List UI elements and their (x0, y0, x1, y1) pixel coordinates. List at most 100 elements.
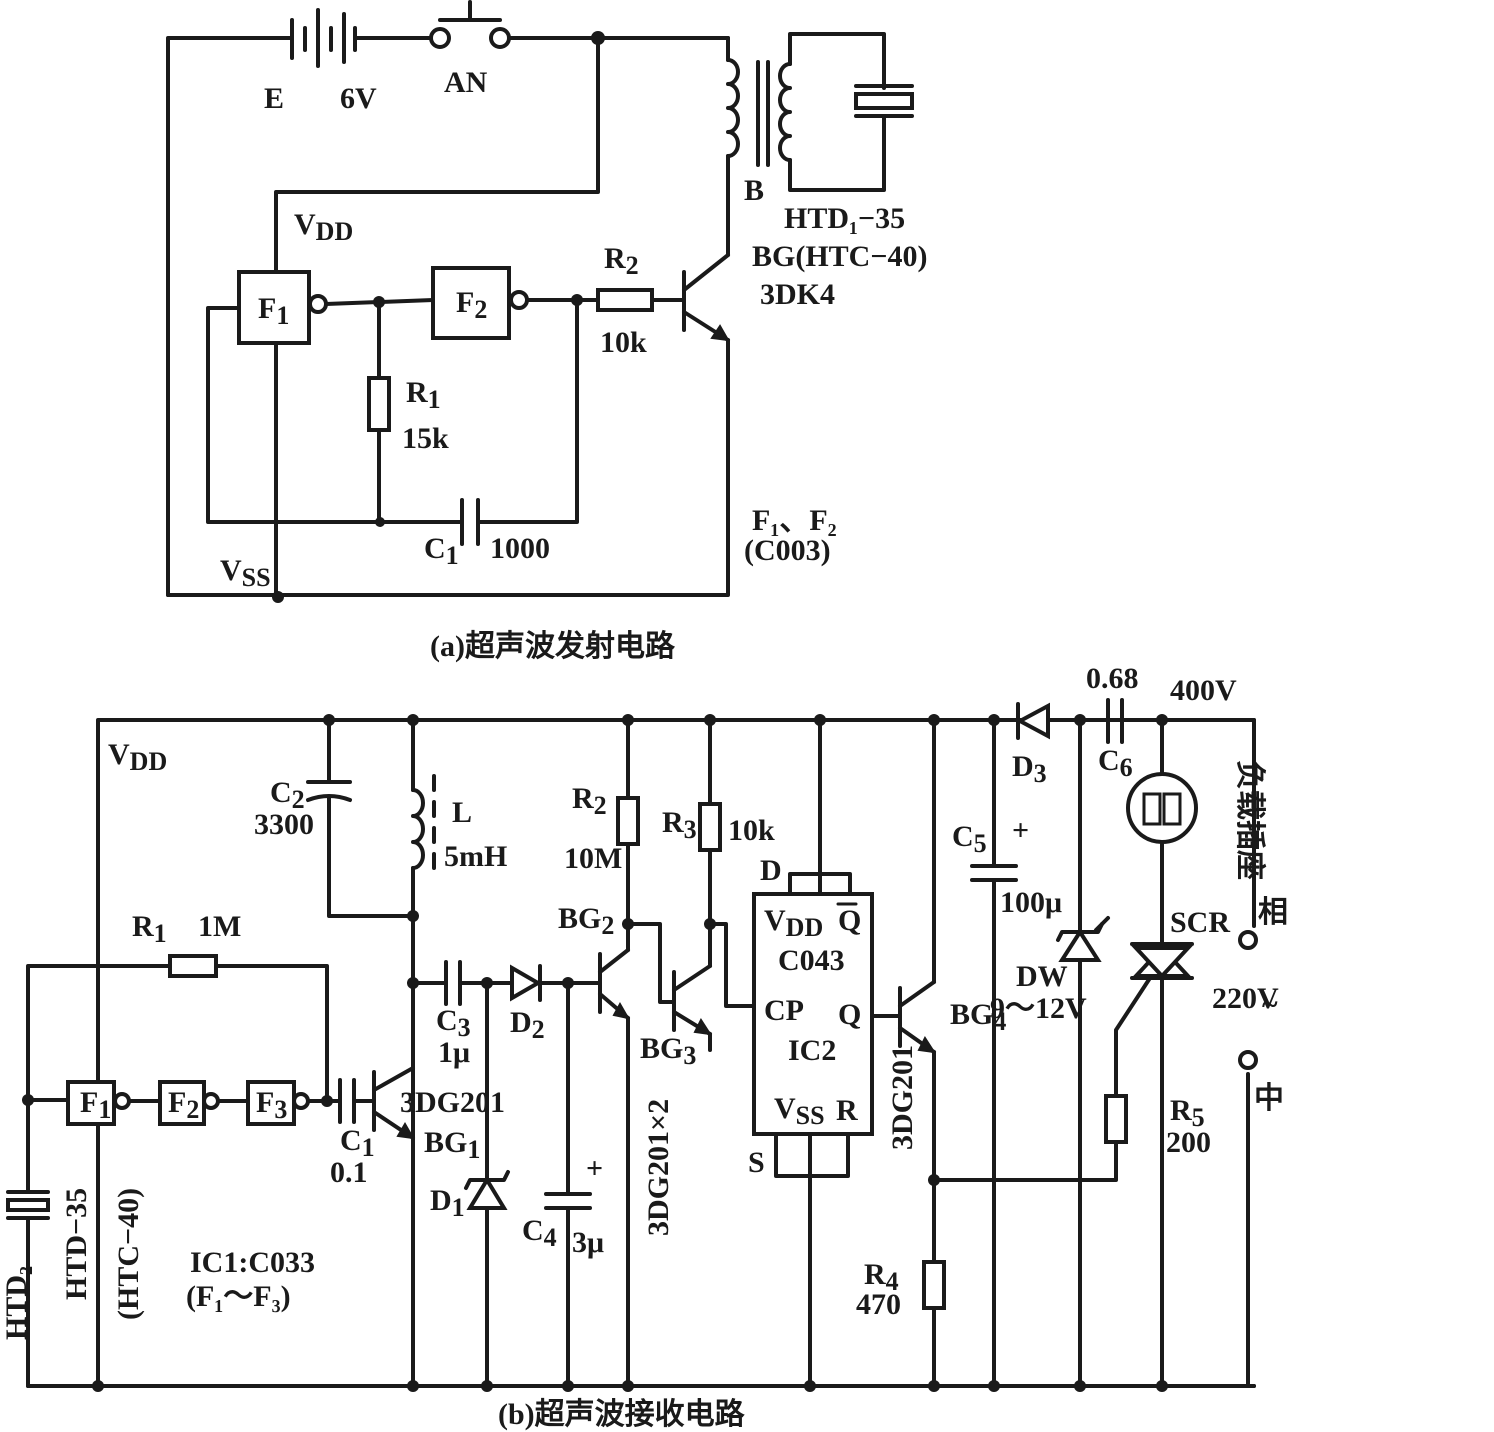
c6-value: 0.68 (1086, 662, 1139, 695)
b-r1-right-wire (214, 964, 329, 1102)
bg4-part-label: 3DG201 (886, 1045, 919, 1150)
b-bottom-junction-4 (562, 1380, 574, 1392)
resistor-r1 (367, 376, 391, 432)
r5-label: R5 (1170, 1094, 1205, 1132)
socket-label: 负载插座 (1233, 760, 1267, 880)
c4-label: C4 (522, 1214, 557, 1252)
caption-b: (b)超声波接收电路 (498, 1398, 746, 1431)
resistor-r4 (922, 1260, 946, 1310)
battery-e (290, 8, 357, 68)
switch-label: AN (444, 66, 488, 99)
b-gate-f1-bubble (113, 1092, 131, 1110)
htd35-label: HTD−35 (60, 1188, 93, 1300)
b-bottom-junction-7 (928, 1380, 940, 1392)
a-f1-input-wire (206, 306, 382, 524)
ic2-d-label: D (760, 854, 782, 887)
ic-note-2: (C003) (744, 534, 831, 567)
a-c1-right-wire (476, 298, 579, 524)
c2-label: C2 (270, 776, 305, 814)
r4-label: R4 (864, 1258, 899, 1296)
resistor-b-r2 (616, 796, 640, 846)
phase-terminal (1238, 930, 1258, 950)
b-r2-value: 10M (564, 842, 622, 875)
r1-label: R1 (406, 376, 441, 414)
transistor-bg4 (898, 980, 937, 1054)
b-bottom-junction-5 (622, 1380, 634, 1392)
ic2-ref-label: IC2 (788, 1034, 836, 1067)
a-junction-f2-out (571, 294, 583, 306)
resistor-r5 (1104, 1094, 1128, 1144)
c6-rating: 400V (1170, 674, 1237, 707)
htc40-label: (HTC−40) (112, 1188, 145, 1320)
diode-d2 (510, 964, 543, 1002)
d3-label: D3 (1012, 750, 1047, 788)
r5-value: 200 (1166, 1126, 1211, 1159)
b-bottom-junction-2 (407, 1380, 419, 1392)
diode-d1-bar (464, 1170, 510, 1190)
bg2-label: BG2 (558, 902, 614, 940)
gate-f2 (431, 266, 511, 340)
b-r1-left-wire (26, 964, 172, 1102)
resistor-r3 (698, 802, 722, 852)
r3-value: 10k (728, 814, 775, 847)
a-bottom-rail-wire (166, 338, 730, 597)
ic1-note-1: IC1:C033 (190, 1246, 315, 1279)
b-bottom-junction-9 (1074, 1380, 1086, 1392)
l-label: L (452, 796, 472, 829)
bg1-part-label: 3DG201 (400, 1086, 505, 1119)
r3-label: R3 (662, 806, 697, 844)
c5-value: 100μ (1000, 886, 1062, 919)
a-junction-top (591, 31, 605, 45)
c6-label: C6 (1098, 744, 1133, 782)
b-junction-tank (407, 910, 419, 922)
c5-plus: + (1012, 814, 1029, 847)
mains-neutral-wire (1246, 1072, 1256, 1388)
neutral-label: 中 (1254, 1082, 1284, 1115)
b-r2-label: R2 (572, 782, 607, 820)
ic2-q-label: Q (838, 998, 861, 1031)
c5-label: C5 (952, 820, 987, 858)
gate-f2-bubble (509, 290, 529, 310)
ic2-c043 (752, 892, 874, 1136)
a-vss-label: VSS (220, 554, 271, 592)
battery-voltage: 6V (340, 82, 377, 115)
b-bottom-junction-8 (988, 1380, 1000, 1392)
b-r1-value: 1M (198, 910, 241, 943)
bg2-to-bg3-wire (626, 922, 676, 1004)
ic2-vdd-label: VDD (764, 904, 823, 942)
transistor-bg3 (672, 964, 713, 1036)
ic1-note-2: (F₁〜F₃) (186, 1280, 291, 1313)
b-c1-value: 0.1 (330, 1156, 368, 1189)
resistor-r2 (596, 288, 654, 312)
bg4-label: BG4 (950, 998, 1006, 1036)
transducer-alt-label: BG(HTC−40) (752, 240, 927, 273)
bg3-label: BG3 (640, 1032, 696, 1070)
r4-value: 470 (856, 1288, 901, 1321)
a-left-rail-wire (166, 36, 294, 597)
r2-label: R2 (604, 242, 639, 280)
c4-value: 3μ (572, 1226, 604, 1259)
phase-label: 相 (1258, 896, 1288, 929)
ic2-name: C043 (778, 944, 845, 977)
b-bottom-junction-10 (1156, 1380, 1168, 1392)
diode-d1 (466, 1176, 508, 1210)
b-gate-f2-bubble (202, 1092, 220, 1110)
bg3-part-label: 3DG201×2 (642, 1099, 675, 1236)
htd2-label: HTD₂ (0, 1266, 33, 1340)
switch-an (429, 0, 511, 49)
b-gate-f2-label: F2 (168, 1086, 199, 1124)
b-bottom-junction-3 (481, 1380, 493, 1392)
bg4-to-r5-wire (932, 1140, 1118, 1182)
a-junction-vss (272, 591, 284, 603)
r5-to-gate-wire (1114, 976, 1152, 1098)
c3-value: 1μ (438, 1036, 470, 1069)
b-resistor-r1 (168, 954, 218, 978)
transducer-label: HTD₁−35 (784, 202, 905, 235)
gate-f2-label: F2 (456, 286, 487, 324)
a-vdd-wire (274, 36, 600, 274)
battery-label: E (264, 82, 284, 115)
r1-value: 15k (402, 422, 449, 455)
load-socket-slot-a (1142, 792, 1162, 826)
